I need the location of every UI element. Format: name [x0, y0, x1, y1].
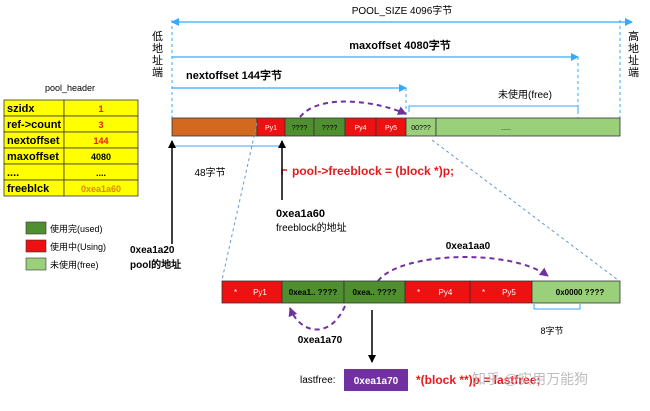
lastfree-box	[344, 369, 408, 391]
bottom-strip-label: Py1	[253, 288, 267, 297]
legend-swatch	[25, 221, 47, 235]
bottom-strip-label: 0x0000 ????	[556, 288, 605, 297]
top-freeblock-arrow	[299, 100, 407, 118]
pool-header-value: 144	[93, 136, 108, 146]
pool-header-table: szidx 1 ref->count 3 nextoffset 144 maxoffset 4…	[3, 99, 139, 197]
zoom-guide-left	[221, 122, 258, 281]
free-region-label: 未使用(free)	[498, 88, 552, 101]
top-strip-cell	[435, 117, 621, 137]
lastfree-value: 0xea1a70	[354, 376, 399, 387]
block-bytes-bracket	[533, 304, 581, 310]
pool-address-caption: pool的地址	[130, 258, 181, 271]
top-strip-cell	[171, 117, 258, 137]
top-strip-label: 00???	[411, 125, 431, 132]
lastfree-loop-arrow	[288, 305, 346, 331]
bottom-strip-cell	[531, 280, 621, 304]
high-address-label: 高地址端	[628, 29, 639, 79]
pool-header-key: maxoffset	[7, 151, 59, 163]
pool-header-title: pool_header	[45, 83, 95, 93]
watermark: 知乎 @实用万能狗	[472, 371, 588, 387]
block-bytes-label: 8字节	[540, 325, 563, 336]
legend: 使用完(used) 使用中(Using) 未使用(free)	[25, 221, 106, 271]
header-bytes-bracket	[171, 141, 283, 147]
legend-label: 使用中(Using)	[50, 241, 106, 252]
pool-header-value: 0xea1a60	[81, 184, 121, 194]
zoom-guide-right	[431, 139, 619, 281]
pool-header-value-cell	[63, 179, 139, 197]
top-memory-strip: Py1???????? Py4 Py5 00???.....	[171, 117, 621, 137]
nextoffset-label: nextoffset 144字节	[186, 68, 282, 82]
bottom-strip-label: Py4	[439, 288, 453, 297]
top-strip-label: ????	[292, 125, 308, 132]
bottom-strip-pointer-mark: *	[482, 288, 485, 297]
pool-size-label: POOL_SIZE 4096字节	[352, 4, 453, 17]
top-strip-label: Py4	[354, 125, 366, 132]
legend-label: 使用完(used)	[50, 223, 103, 234]
bottom-strip-cell	[221, 280, 283, 304]
pool-header-value: 4080	[91, 152, 111, 162]
top-strip-label: .....	[501, 125, 511, 132]
pool-header-key: freeblck	[7, 183, 50, 195]
pool-address: 0xea1a20	[130, 245, 175, 256]
maxoffset-label: maxoffset 4080字节	[349, 38, 451, 52]
low-address-label: 低地址端	[152, 30, 163, 79]
bottom-strip-pointer-mark: *	[234, 288, 237, 297]
lastfree-block-address: 0xea1a70	[298, 335, 343, 346]
legend-label: 未使用(free)	[50, 259, 99, 270]
bottom-strip-cell	[404, 280, 471, 304]
top-strip-label: ????	[322, 125, 338, 132]
free-region-bracket	[408, 105, 579, 112]
block-statement: *(block **)p = lastfree;	[416, 373, 540, 387]
top-strip-label: Py1	[265, 125, 277, 132]
bottom-memory-strip: Py1 0xea1.. ???? 0xea.. ???? Py4 Py5 0x0000 ?…	[221, 280, 621, 304]
pool-header-value: 1	[98, 104, 103, 114]
legend-swatch	[25, 257, 47, 271]
pool-header-key: nextoffset	[7, 135, 60, 147]
bottom-strip-label: 0xea.. ????	[352, 288, 396, 297]
freeblock-address-caption: freeblock的地址	[276, 221, 347, 234]
bottom-strip-cell	[469, 280, 533, 304]
next-free-address: 0xea1aa0	[446, 241, 491, 252]
pool-header-value: ....	[96, 168, 106, 178]
bottom-strip-label: Py5	[502, 288, 516, 297]
pool-header-key: szidx	[7, 103, 35, 115]
legend-swatch	[25, 239, 47, 253]
pool-header-key: ....	[7, 167, 19, 179]
bottom-strip-label: 0xea1.. ????	[289, 288, 338, 297]
pool-header-value: 3	[98, 120, 103, 130]
next-free-arrow	[377, 256, 549, 282]
header-bytes-label: 48字节	[194, 166, 225, 179]
freeblock-statement: pool->freeblock = (block *)p;	[292, 164, 454, 178]
lastfree-label: lastfree:	[300, 375, 336, 386]
top-strip-label: Py5	[385, 125, 397, 132]
pool-header-key: ref->count	[7, 119, 61, 131]
freeblock-address: 0xea1a60	[276, 208, 325, 220]
bottom-strip-pointer-mark: *	[417, 288, 420, 297]
